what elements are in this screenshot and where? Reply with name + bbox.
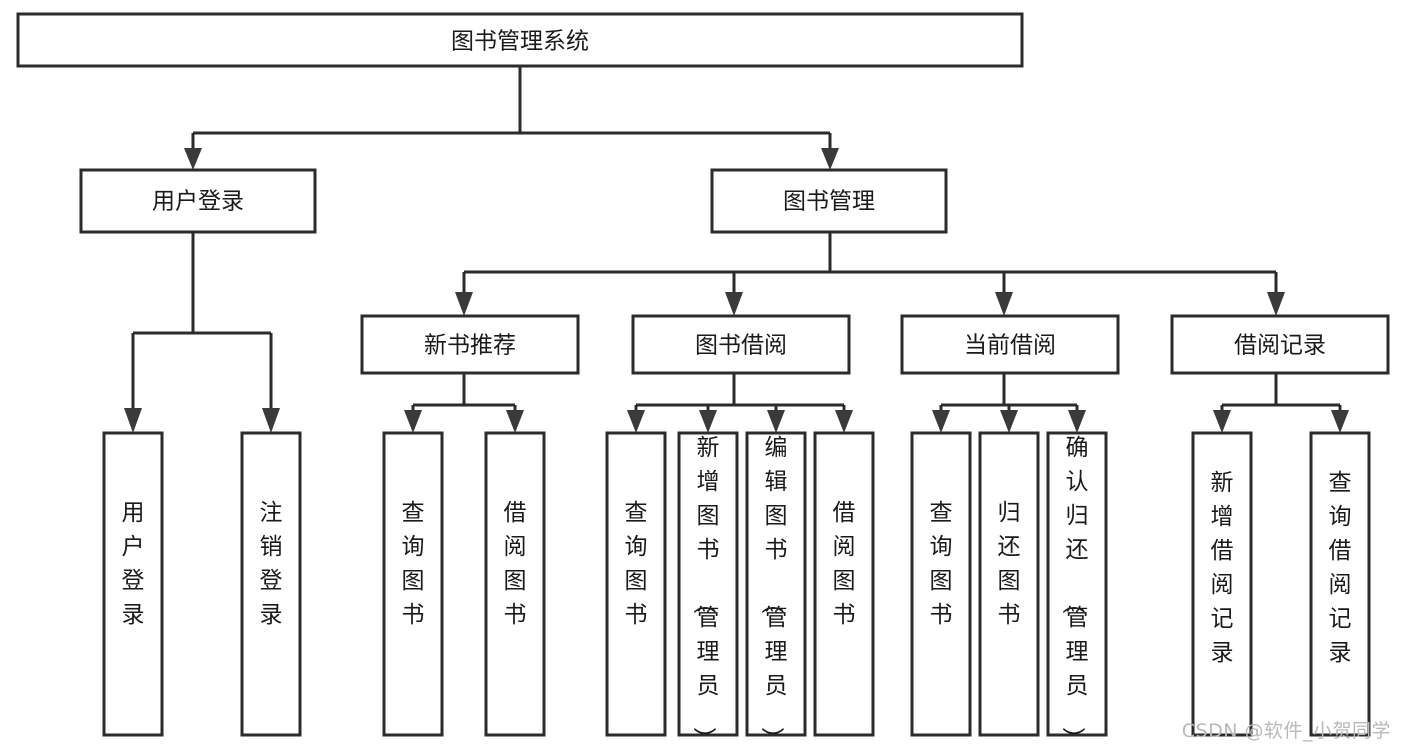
node-leaf-add-book-box[interactable] — [677, 431, 739, 737]
node-borrow-record-label: 借阅记录 — [1234, 333, 1326, 359]
node-leaf-add-record-label: 新增借阅记录 — [1211, 470, 1234, 666]
node-leaf-query-book-1[interactable]: 查询图书 — [382, 431, 444, 737]
node-leaf-add-record-box[interactable] — [1191, 431, 1253, 737]
node-new-book-recommend-box[interactable] — [360, 314, 580, 375]
arrow-head-leaf-logout-login — [262, 408, 280, 433]
node-book-borrow-box[interactable] — [631, 314, 851, 375]
node-book-management-label: 图书管理 — [783, 189, 875, 215]
node-leaf-return-book-box[interactable] — [978, 431, 1040, 737]
arrow-head-leaf-borrow-book-2 — [835, 410, 853, 433]
arrow-head-leaf-query-book-1 — [404, 410, 422, 433]
node-leaf-query-record[interactable]: 查询借阅记录 — [1309, 431, 1371, 737]
node-new-book-recommend-label: 新书推荐 — [424, 333, 516, 359]
node-leaf-add-book-label: 新增图书（管理员） — [691, 435, 720, 747]
node-leaf-user-login[interactable]: 用户登录 — [102, 431, 164, 737]
node-leaf-confirm-return-label: 确认归还（管理员） — [1060, 435, 1089, 747]
node-leaf-logout-login[interactable]: 注销登录 — [240, 431, 302, 737]
node-current-borrow-box[interactable] — [900, 314, 1120, 375]
arrow-head-user-login — [184, 148, 202, 170]
node-leaf-borrow-book-2-label: 借阅图书 — [833, 500, 856, 628]
arrow-head-leaf-confirm-return — [1068, 410, 1086, 433]
arrow-head-leaf-add-record — [1213, 410, 1231, 433]
arrow-head-leaf-return-book — [1000, 410, 1018, 433]
arrow-head-book-management — [821, 148, 839, 170]
node-leaf-edit-book-label: 编辑图书（管理员） — [759, 435, 788, 747]
node-leaf-confirm-return-box[interactable] — [1046, 431, 1108, 737]
arrow-head-leaf-query-record — [1331, 410, 1349, 433]
node-leaf-confirm-return[interactable]: 确认归还（管理员） — [1046, 431, 1108, 747]
node-leaf-query-record-label: 查询借阅记录 — [1329, 470, 1352, 666]
node-user-login-box[interactable] — [79, 168, 317, 234]
node-leaf-query-book-2[interactable]: 查询图书 — [605, 431, 667, 737]
node-leaf-return-book[interactable]: 归还图书 — [978, 431, 1040, 737]
node-user-login-label: 用户登录 — [152, 189, 244, 215]
node-leaf-user-login-label: 用户登录 — [122, 500, 145, 628]
node-leaf-borrow-book-1-label: 借阅图书 — [504, 500, 527, 628]
node-borrow-record[interactable]: 借阅记录 — [1170, 314, 1390, 375]
node-leaf-query-book-2-label: 查询图书 — [625, 500, 648, 628]
node-leaf-query-book-3-box[interactable] — [910, 431, 972, 737]
node-borrow-record-box[interactable] — [1170, 314, 1390, 375]
node-leaf-query-record-box[interactable] — [1309, 431, 1371, 737]
arrow-head-leaf-add-book — [699, 410, 717, 433]
node-leaf-edit-book[interactable]: 编辑图书（管理员） — [745, 431, 807, 747]
node-current-borrow[interactable]: 当前借阅 — [900, 314, 1120, 375]
node-root-label: 图书管理系统 — [451, 29, 589, 55]
node-leaf-edit-book-box[interactable] — [745, 431, 807, 737]
node-book-management-box[interactable] — [710, 168, 948, 234]
node-book-borrow-label: 图书借阅 — [695, 333, 787, 359]
arrow-head-leaf-borrow-book-1 — [506, 410, 524, 433]
node-new-book-recommend[interactable]: 新书推荐 — [360, 314, 580, 375]
node-leaf-add-record[interactable]: 新增借阅记录 — [1191, 431, 1253, 737]
node-leaf-query-book-1-box[interactable] — [382, 431, 444, 737]
node-leaf-user-login-box[interactable] — [102, 431, 164, 737]
node-leaf-return-book-label: 归还图书 — [998, 500, 1021, 628]
node-leaf-query-book-3[interactable]: 查询图书 — [910, 431, 972, 737]
node-leaf-query-book-3-label: 查询图书 — [930, 500, 953, 628]
node-root[interactable]: 图书管理系统 — [16, 12, 1024, 68]
arrow-head-leaf-user-login — [124, 408, 142, 433]
node-leaf-borrow-book-1-box[interactable] — [484, 431, 546, 737]
node-leaf-logout-login-label: 注销登录 — [260, 500, 283, 628]
arrow-head-leaf-query-book-3 — [932, 410, 950, 433]
arrow-head-borrow-record — [1267, 292, 1285, 316]
edges-group — [124, 66, 1349, 433]
node-leaf-borrow-book-2[interactable]: 借阅图书 — [813, 431, 875, 737]
node-leaf-query-book-2-box[interactable] — [605, 431, 667, 737]
node-book-borrow[interactable]: 图书借阅 — [631, 314, 851, 375]
arrow-head-current-borrow — [995, 292, 1013, 316]
node-user-login[interactable]: 用户登录 — [79, 168, 317, 234]
node-leaf-add-book[interactable]: 新增图书（管理员） — [677, 431, 739, 747]
node-current-borrow-label: 当前借阅 — [964, 333, 1056, 359]
node-leaf-query-book-1-label: 查询图书 — [402, 500, 425, 628]
arrow-head-new-book-recommend — [455, 292, 473, 316]
arrow-head-leaf-query-book-2 — [627, 410, 645, 433]
node-leaf-borrow-book-2-box[interactable] — [813, 431, 875, 737]
node-root-box[interactable] — [16, 12, 1024, 68]
arrow-head-book-borrow — [725, 292, 743, 316]
arrow-head-leaf-edit-book — [767, 410, 785, 433]
node-leaf-logout-login-box[interactable] — [240, 431, 302, 737]
node-book-management[interactable]: 图书管理 — [710, 168, 948, 234]
node-leaf-borrow-book-1[interactable]: 借阅图书 — [484, 431, 546, 737]
